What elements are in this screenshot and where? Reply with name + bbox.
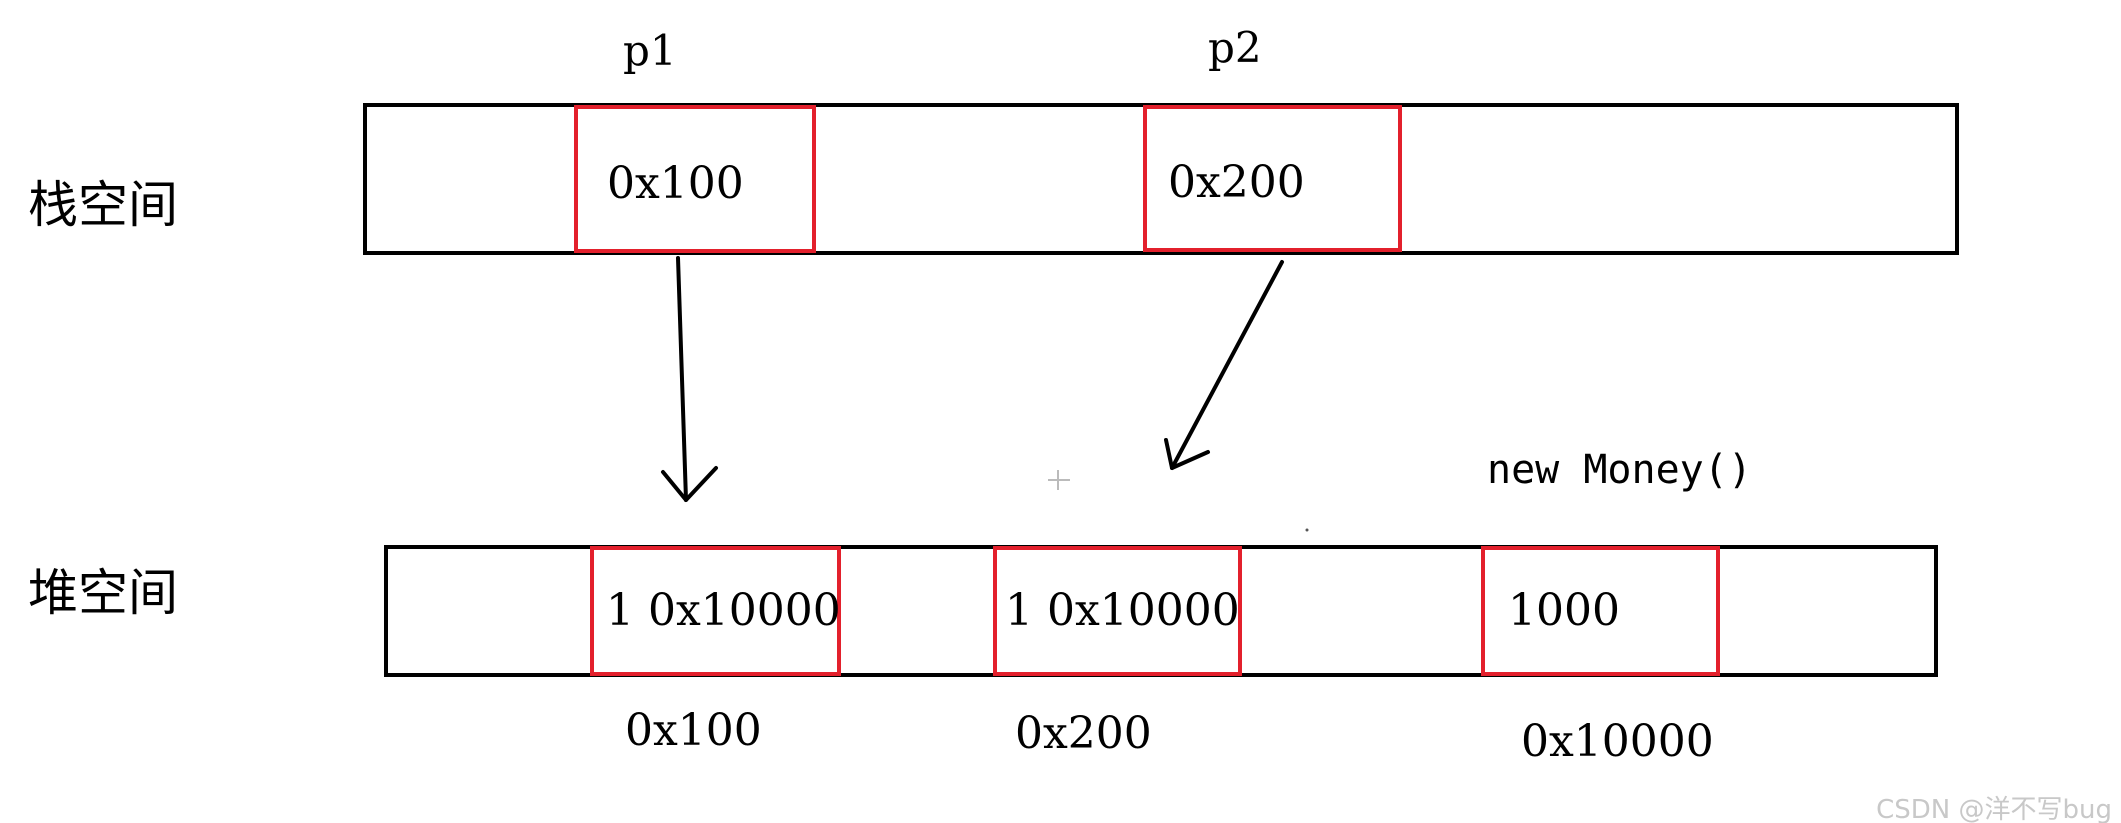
- watermark-text: CSDN @洋不写bug: [1876, 795, 2112, 823]
- arrow-p1-head: [661, 466, 718, 502]
- stack-var-p2-name: p2: [1208, 23, 1262, 72]
- heap-cell-3-caption: new Money(): [1487, 447, 1752, 493]
- heap-cell-2: [993, 546, 1242, 676]
- reference-arrows: [661, 256, 1284, 502]
- stack-region-label: 栈空间: [28, 176, 178, 234]
- heap-cell-1: [590, 546, 841, 676]
- stack-var-p1-name: p1: [623, 26, 677, 75]
- stack-space: p1 0x100 p2 0x200: [363, 23, 1959, 255]
- stack-var-p1-value: 0x100: [607, 158, 744, 209]
- stack-var-p2-value: 0x200: [1168, 157, 1305, 208]
- stray-cursor-mark: [1048, 470, 1070, 490]
- heap-cell-2-address: 0x200: [1015, 708, 1152, 759]
- heap-cell-2-content: 1 0x10000: [1005, 585, 1240, 636]
- heap-cell-3-address: 0x10000: [1521, 716, 1714, 767]
- stack-var-p1-cell: [574, 105, 816, 253]
- arrow-p2-head: [1164, 438, 1210, 470]
- heap-cell-3-content: 1000: [1508, 585, 1620, 636]
- heap-cell-1-content: 1 0x10000: [606, 585, 841, 636]
- heap-space: new Money() 1 0x10000 0x100 1 0x10000 0x…: [384, 447, 1938, 767]
- arrow-p1-shaft: [676, 256, 688, 502]
- heap-cell-1-address: 0x100: [625, 705, 762, 756]
- heap-cell-3: [1481, 546, 1720, 676]
- arrow-p2-shaft: [1170, 260, 1284, 470]
- heap-region-label: 堆空间: [28, 564, 178, 622]
- stray-dot: [1305, 528, 1309, 532]
- stack-var-p2-cell: [1143, 105, 1402, 252]
- stack-bar: [363, 103, 1959, 255]
